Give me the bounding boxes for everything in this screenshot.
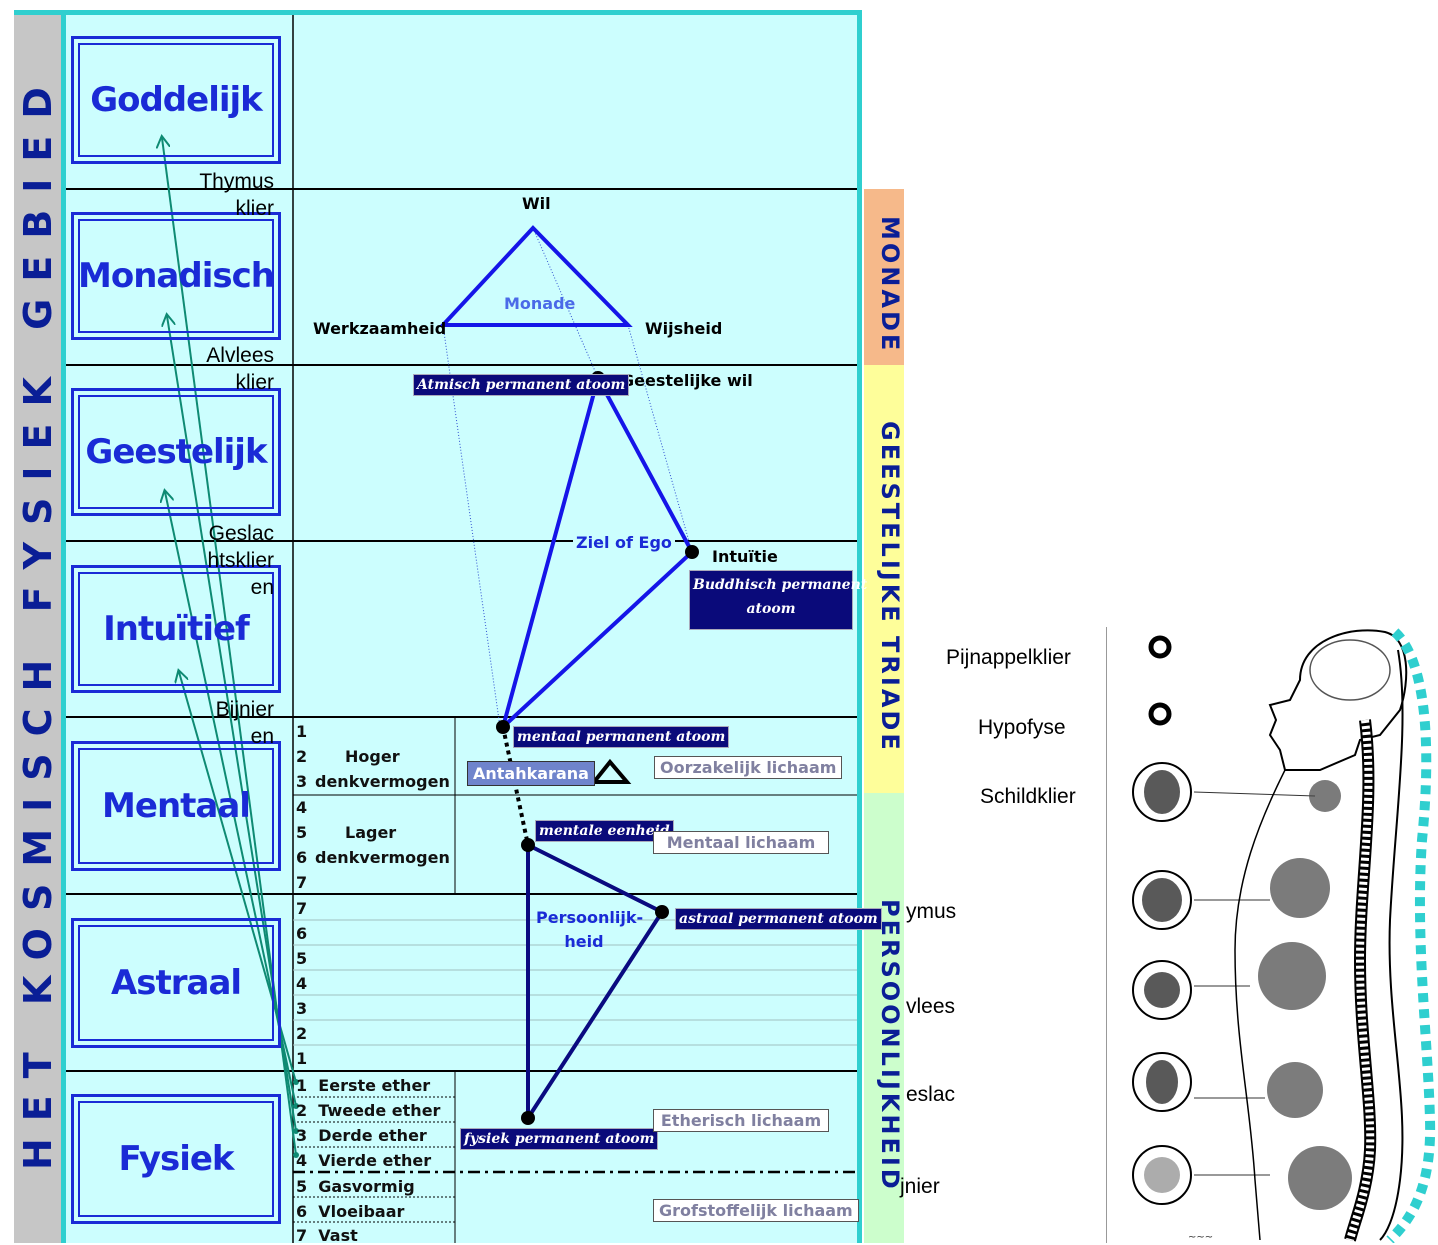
- atom-mentaal: mentaal permanent atoom: [513, 726, 730, 748]
- plane-boundaries: [66, 188, 857, 1072]
- plane-intuitief: Intuïtief: [71, 565, 281, 693]
- label-monade: Monade: [504, 294, 576, 313]
- physical-subplane-1: 1 Eerste ether: [296, 1076, 431, 1095]
- anatomy-illustration: ~~~: [1132, 628, 1436, 1243]
- label-hoger-denkvermogen: denkvermogen: [315, 772, 450, 791]
- gland-label-schildklier: Schildklier: [980, 785, 1076, 808]
- astral-subplane: 6: [296, 924, 308, 943]
- label-ziel-of-ego: Ziel of Ego: [573, 533, 675, 552]
- chakra-arrows: [162, 138, 297, 1156]
- energy-curve: [1386, 628, 1436, 1243]
- monad-triangle: [438, 225, 633, 327]
- astral-subplane: 1: [296, 1049, 308, 1068]
- pituitary-icon: [1148, 702, 1172, 726]
- mental-subplane-3: 3: [296, 772, 308, 791]
- personality-triangle: [526, 841, 665, 1125]
- label-wijsheid: Wijsheid: [645, 319, 723, 338]
- label-lager-denkvermogen: denkvermogen: [315, 848, 450, 867]
- band-monade: MONADE: [864, 189, 904, 365]
- mental-subplane-1: 1: [296, 722, 308, 741]
- frame-border-right: [857, 10, 862, 1243]
- physical-subplane-6: 6 Vloeibaar: [296, 1202, 405, 1221]
- cut-label-bijnier: jnier: [900, 1175, 940, 1198]
- atom-atmisch: Atmisch permanent atoom: [413, 374, 630, 396]
- plane-astraal: Astraal: [71, 918, 281, 1048]
- astral-subplane: 5: [296, 949, 308, 968]
- label-intuitie: Intuïtie: [712, 547, 778, 566]
- mental-subplane-7: 7: [296, 873, 308, 892]
- gland-label-hypofyse: Hypofyse: [978, 716, 1066, 739]
- astral-subplane: 7: [296, 899, 308, 918]
- atom-mentale-eenheid: mentale eenheid: [535, 820, 674, 842]
- gland-label-pijnappelklier: Pijnappelklier: [946, 646, 1071, 669]
- plane-fysiek: Fysiek: [71, 1094, 281, 1224]
- plane-geestelijk: Geestelijk: [71, 388, 281, 516]
- label-wil: Wil: [522, 194, 551, 213]
- cut-label-geslacht: eslac: [906, 1083, 956, 1106]
- label-persoonlijkheid: Persoonlijk-heid: [536, 908, 644, 951]
- mental-subplane-6: 6: [296, 848, 308, 867]
- triad-triangle: [499, 372, 695, 734]
- image-separator: [1106, 627, 1107, 1243]
- body-grofstoffelijk: Grofstoffelijk lichaam: [653, 1199, 859, 1222]
- body-mentaal: Mentaal lichaam: [653, 831, 829, 854]
- label-geestelijke-wil: Geestelijke wil: [621, 371, 753, 390]
- mental-subplane-2: 2: [296, 747, 308, 766]
- astral-subplane: 2: [296, 1024, 308, 1043]
- frame-border-left: [61, 12, 66, 1243]
- plane-mentaal: Mentaal: [71, 741, 281, 871]
- title-strip: [14, 12, 62, 1243]
- antahkarana-box: Antahkarana: [467, 761, 595, 786]
- astral-subplane: 3: [296, 999, 308, 1018]
- svg-text:~~~: ~~~: [1188, 1232, 1213, 1243]
- cut-label-alvlees: vlees: [906, 995, 956, 1018]
- plane-goddelijk: Goddelijk: [71, 36, 281, 164]
- body-etherisch: Etherisch lichaam: [653, 1109, 829, 1132]
- physical-subplane-5: 5 Gasvormig: [296, 1177, 415, 1196]
- atom-fysiek: fysiek permanent atoom: [460, 1128, 659, 1150]
- band-triade: GEESTELIJKE TRIADE: [864, 365, 904, 793]
- atom-astraal: astraal permanent atoom: [675, 908, 882, 930]
- label-hoger: Hoger: [345, 747, 400, 766]
- frame-border-top: [14, 10, 861, 15]
- mental-subplane-5: 5: [296, 823, 308, 842]
- physical-subplane-7: 7 Vast: [296, 1226, 358, 1245]
- plane-monadisch: Monadisch: [71, 212, 281, 340]
- body-oorzakelijk: Oorzakelijk lichaam: [654, 756, 843, 779]
- cut-label-thymus: ymus: [906, 900, 957, 923]
- label-lager: Lager: [345, 823, 397, 842]
- physical-subplane-4: 4 Vierde ether: [296, 1151, 432, 1170]
- astral-subplane: 4: [296, 974, 308, 993]
- physical-subplane-3: 3 Derde ether: [296, 1126, 427, 1145]
- triangle-symbol: [589, 758, 632, 784]
- physical-subplane-2: 2 Tweede ether: [296, 1101, 441, 1120]
- pineal-icon: [1148, 635, 1172, 659]
- band-persoonlijkheid: PERSOONLIJKHEID: [864, 793, 904, 1243]
- label-werkzaamheid: Werkzaamheid: [313, 319, 447, 338]
- mental-subplane-4: 4: [296, 798, 308, 817]
